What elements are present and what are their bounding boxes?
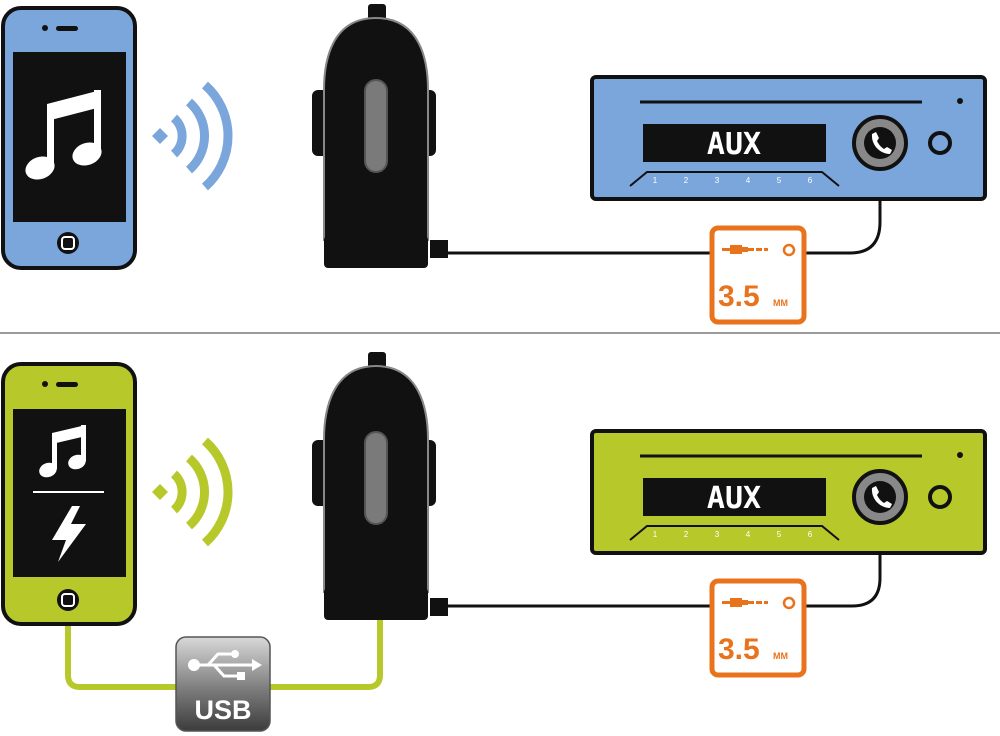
- preset-button: 4: [746, 530, 751, 539]
- preset-button: 6: [808, 176, 813, 185]
- preset-button: 2: [684, 530, 689, 539]
- preset-button: 5: [777, 176, 782, 185]
- preset-button: 3: [715, 530, 720, 539]
- scene-1: AUX 1 2 3 4 5 6: [1, 4, 987, 325]
- jack-size-label: 3.5: [718, 280, 760, 313]
- jack-size-label: 3.5: [718, 633, 760, 666]
- car-radio-2: AUX 1 2 3 4 5 6: [590, 429, 987, 555]
- preset-button: 4: [746, 176, 751, 185]
- preset-button: 3: [715, 176, 720, 185]
- preset-button: 1: [653, 176, 658, 185]
- aux-jack-callout-2: 3.5 MM: [709, 578, 807, 678]
- phone-handset-icon: [852, 115, 908, 171]
- preset-button: 2: [684, 176, 689, 185]
- car-charger-2: [312, 352, 448, 620]
- phone-1: [1, 6, 137, 270]
- radio-display: AUX: [707, 127, 761, 162]
- usb-label: USB: [194, 695, 251, 725]
- phone-2: [1, 362, 137, 626]
- preset-button: 6: [808, 530, 813, 539]
- music-note-icon: [25, 90, 102, 180]
- audio-jack-icon: [722, 596, 796, 610]
- phone-handset-icon: [852, 469, 908, 525]
- aux-jack-callout-1: 3.5 MM: [709, 225, 807, 325]
- lightning-bolt-icon: [52, 506, 86, 562]
- radio-display: AUX: [707, 481, 761, 516]
- preset-buttons: 1 2 3 4 5 6: [653, 530, 813, 539]
- preset-buttons: 1 2 3 4 5 6: [653, 176, 813, 185]
- jack-unit-label: MM: [773, 651, 788, 661]
- preset-button: 5: [777, 530, 782, 539]
- music-note-icon: [39, 425, 86, 478]
- usb-connector: USB: [175, 636, 271, 732]
- audio-jack-icon: [722, 243, 796, 257]
- wireless-signal-icon: [152, 437, 233, 547]
- jack-unit-label: MM: [773, 298, 788, 308]
- preset-button: 1: [653, 530, 658, 539]
- usb-icon: [188, 650, 262, 680]
- car-radio-1: AUX 1 2 3 4 5 6: [590, 75, 987, 201]
- wireless-signal-icon: [152, 81, 233, 191]
- scene-2: USB AUX 1 2 3 4 5 6: [1, 352, 987, 732]
- car-charger-1: [312, 4, 448, 268]
